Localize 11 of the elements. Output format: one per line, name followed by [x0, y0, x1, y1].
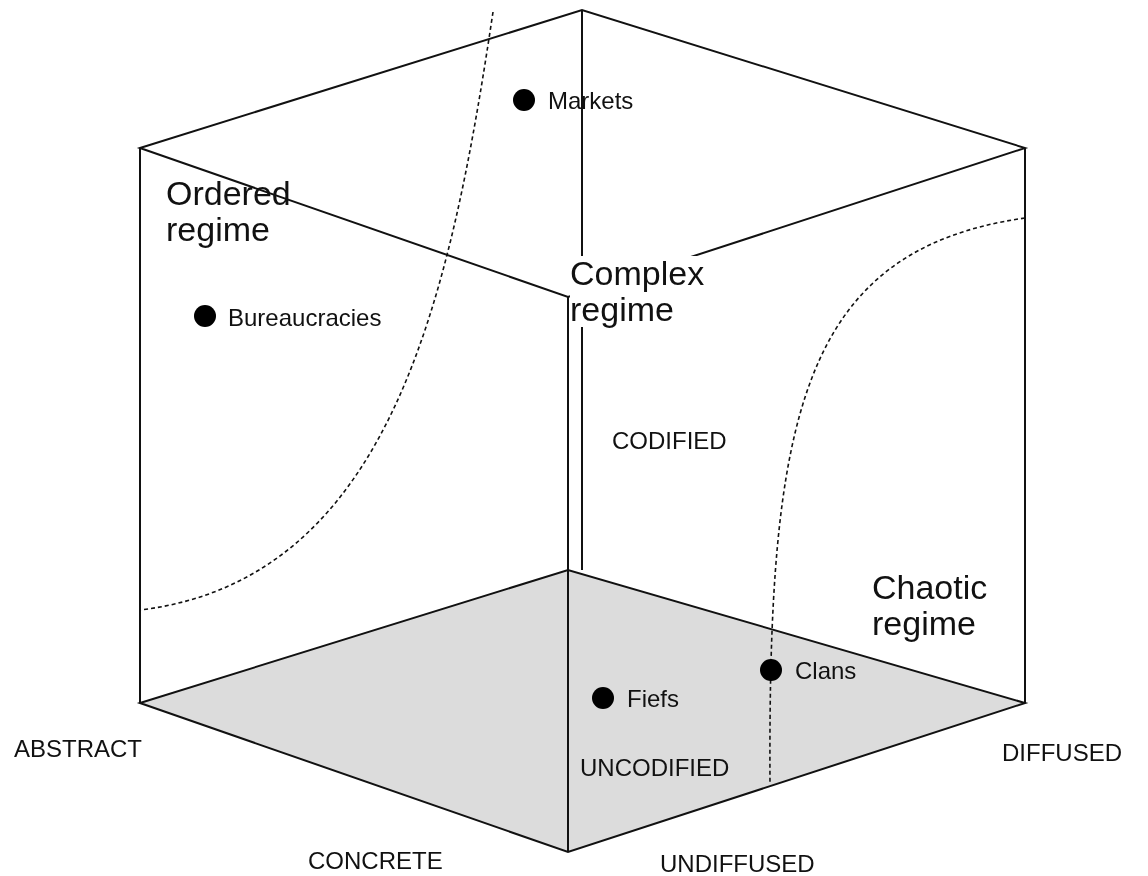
point-label: Clans — [795, 658, 857, 684]
axis-label: UNCODIFIED — [580, 755, 730, 781]
point-label: Bureaucracies — [228, 305, 382, 331]
axis-label: UNDIFFUSED — [660, 851, 815, 876]
region-label: Chaotic regime — [872, 570, 989, 642]
axis-label: CONCRETE — [308, 848, 443, 874]
point-label: Fiefs — [627, 686, 679, 712]
axis-label: CODIFIED — [612, 428, 727, 454]
axis-label: DIFFUSED — [1002, 740, 1122, 766]
region-label: Ordered regime — [166, 176, 292, 248]
axis-label: ABSTRACT — [14, 736, 142, 762]
